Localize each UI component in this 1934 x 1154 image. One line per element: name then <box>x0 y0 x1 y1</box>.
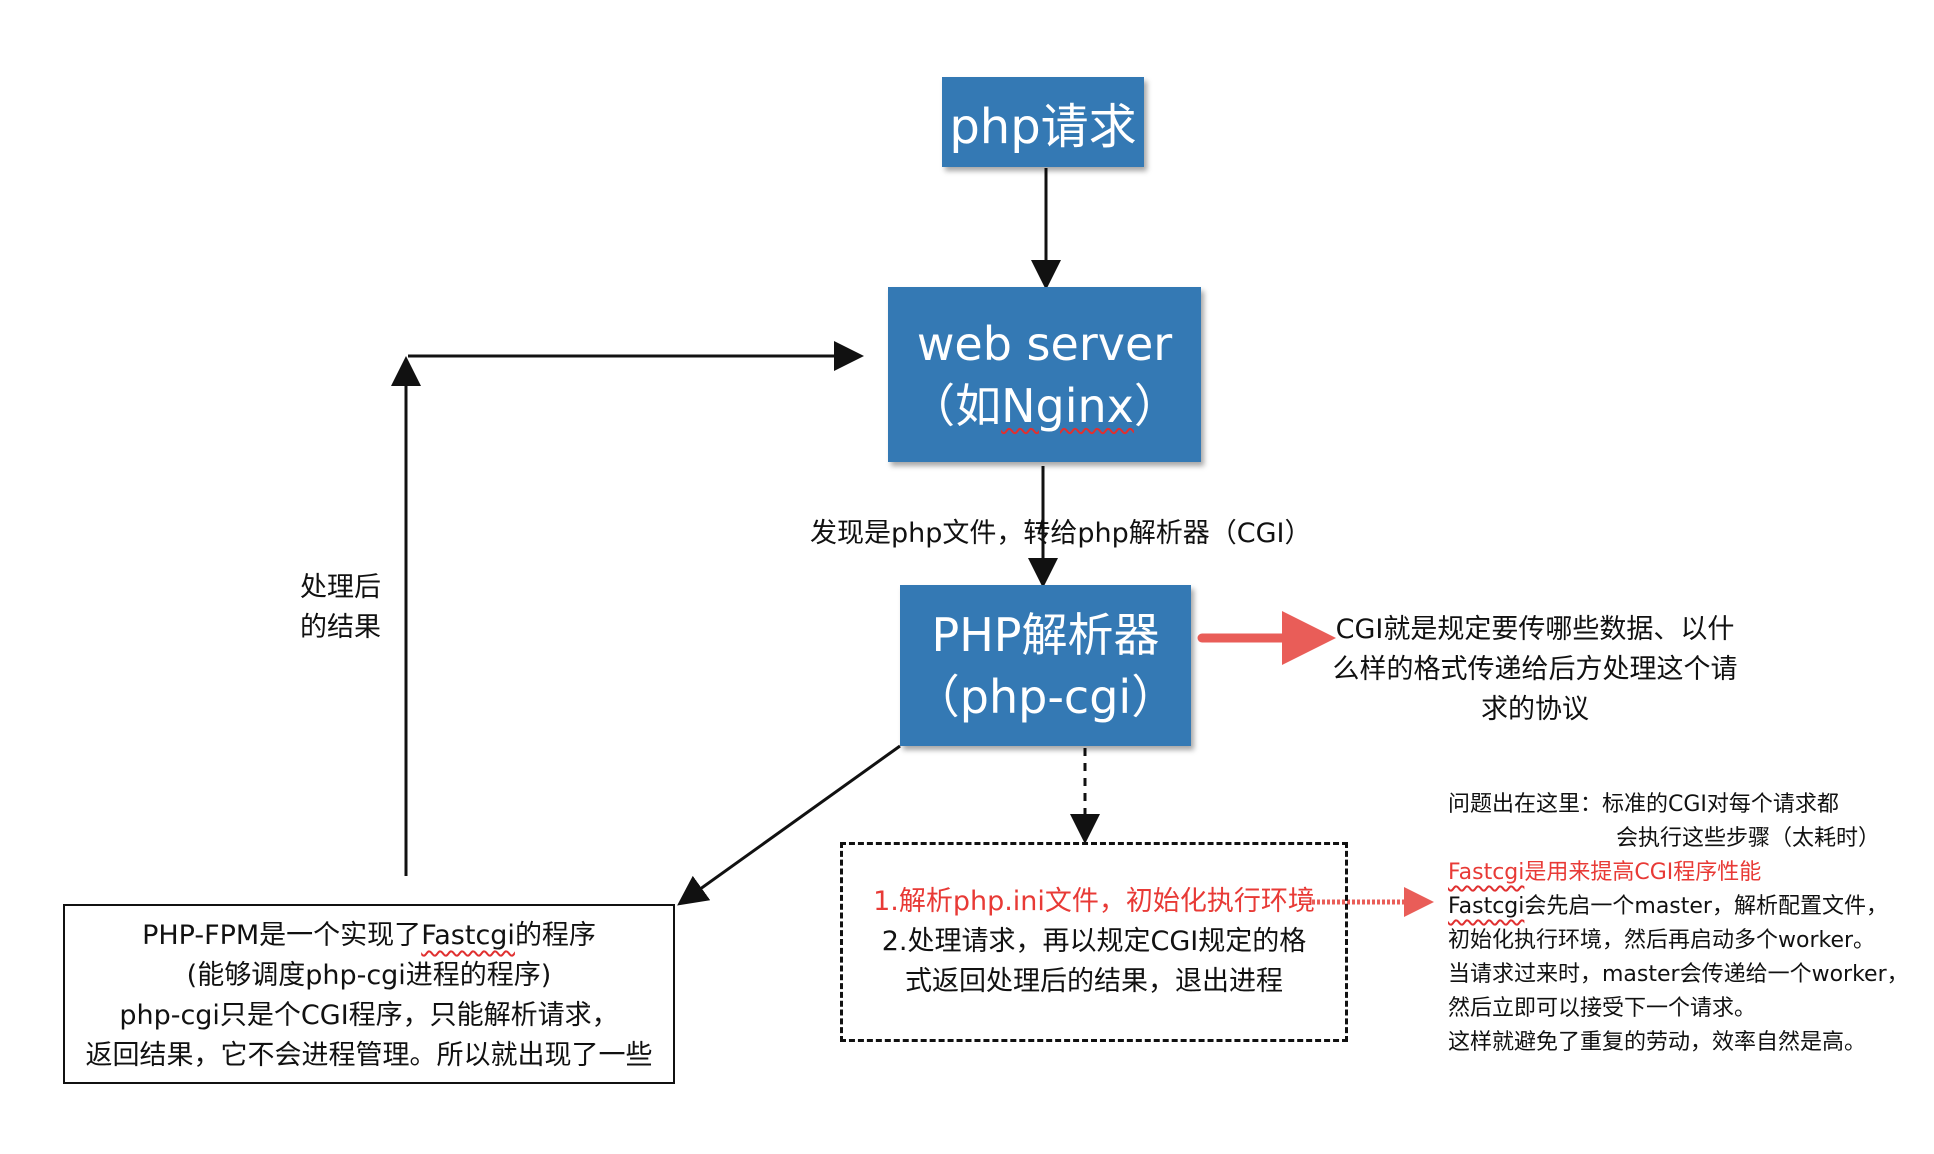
edge-label-to-parser: 发现是php文件，转给php解析器（CGI） <box>810 518 1312 549</box>
problem-line5: 初始化执行环境，然后再启动多个worker。 <box>1448 928 1876 953</box>
fpm-line1: PHP-FPM是一个实现了Fastcgi的程序 <box>142 916 596 956</box>
problem-line4-fastcgi: Fastcgi <box>1448 894 1525 919</box>
fpm-line1-prefix: PHP-FPM是一个实现了 <box>142 920 422 951</box>
return-label-line2: 的结果 <box>300 612 381 643</box>
fpm-line1-fastcgi: Fastcgi <box>421 920 515 951</box>
web-server-line2-prefix: （如 <box>909 378 1002 433</box>
cgi-note: CGI就是规定要传哪些数据、以什么样的格式传递给后方处理这个请求的协议 <box>1332 614 1738 725</box>
fpm-line4: 返回结果，它不会进程管理。所以就出现了一些 <box>85 1040 653 1071</box>
php-fpm-box: PHP-FPM是一个实现了Fastcgi的程序 (能够调度php-cgi进程的程… <box>63 904 675 1084</box>
problem-line3-fastcgi: Fastcgi <box>1448 860 1525 885</box>
step2-line1: 2.处理请求，再以规定CGI规定的格 <box>881 926 1307 957</box>
web-server-line2-suffix: ） <box>1133 378 1180 433</box>
problem-note: 问题出在这里：标准的CGI对每个请求都 会执行这些步骤（太耗时） Fastcgi… <box>1448 788 1909 1060</box>
php-parser-box: PHP解析器 （php-cgi） <box>900 585 1191 746</box>
problem-line2: 会执行这些步骤（太耗时） <box>1448 822 1909 856</box>
problem-line1: 问题出在这里：标准的CGI对每个请求都 <box>1448 792 1839 817</box>
problem-line3-suffix: 是用来提高CGI程序性能 <box>1524 860 1762 885</box>
problem-line4: Fastcgi会先启一个master，解析配置文件， <box>1448 890 1909 924</box>
php-request-box: php请求 <box>942 77 1144 167</box>
problem-line6: 当请求过来时，master会传递给一个worker， <box>1448 962 1909 987</box>
return-label: 处理后 的结果 <box>300 568 381 648</box>
problem-line4-suffix: 会先启一个master，解析配置文件， <box>1524 894 1888 919</box>
php-parser-line1: PHP解析器 <box>931 607 1160 662</box>
php-parser-line2: （php-cgi） <box>913 669 1178 724</box>
web-server-box: web server （如Nginx） <box>888 287 1201 462</box>
web-server-line2: （如Nginx） <box>909 375 1180 437</box>
fpm-line3: php-cgi只是个CGI程序，只能解析请求， <box>119 1000 619 1031</box>
edge-parser-to-fpm <box>677 744 901 906</box>
problem-line7: 然后立即可以接受下一个请求。 <box>1448 996 1757 1021</box>
web-server-nginx: Nginx <box>1001 378 1134 433</box>
cgi-steps-box: 1.解析php.ini文件，初始化执行环境 2.处理请求，再以规定CGI规定的格… <box>840 842 1348 1042</box>
problem-line8: 这样就避免了重复的劳动，效率自然是高。 <box>1448 1030 1867 1055</box>
fpm-line2: (能够调度php-cgi进程的程序) <box>186 960 552 991</box>
step1: 1.解析php.ini文件，初始化执行环境 <box>873 886 1315 917</box>
problem-line2-text: 会执行这些步骤（太耗时） <box>1616 826 1881 851</box>
php-request-label: php请求 <box>949 99 1137 155</box>
web-server-line1: web server <box>916 316 1173 371</box>
problem-line3: Fastcgi是用来提高CGI程序性能 <box>1448 856 1909 890</box>
step2-line2: 式返回处理后的结果，退出进程 <box>905 966 1283 997</box>
fpm-line1-suffix: 的程序 <box>514 920 596 951</box>
return-label-line1: 处理后 <box>300 572 381 603</box>
